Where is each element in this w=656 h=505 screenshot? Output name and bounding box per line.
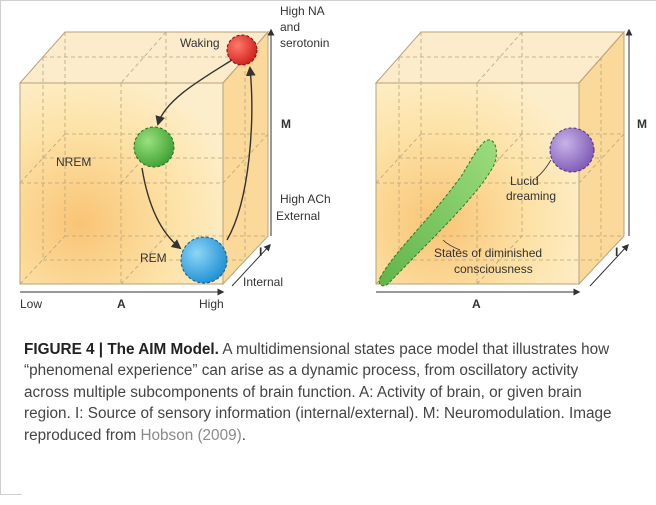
- a-axis-label-left: A: [117, 297, 126, 311]
- lucid-pointer: [535, 159, 552, 179]
- high-ach-label: High ACh: [280, 192, 331, 206]
- rem-label: REM: [140, 251, 167, 265]
- figure-label: FIGURE 4 | The AIM Model.: [24, 341, 219, 358]
- high-label: High: [199, 297, 224, 311]
- rem-state-marker: [180, 236, 228, 284]
- caption-text: A multidimensional states pace model tha…: [24, 341, 612, 444]
- m-axis-label-left: M: [281, 117, 291, 131]
- lucid-label: Lucid: [510, 174, 539, 188]
- left-border: [0, 0, 1, 495]
- top-border: [0, 0, 656, 1]
- nrem-to-rem-arrow: [141, 167, 182, 250]
- bottom-border: [0, 494, 22, 495]
- serotonin-label: serotonin: [280, 36, 329, 50]
- internal-label: Internal: [243, 275, 283, 289]
- aim-model-figure: Waking NREM REM High NA and serotonin M …: [18, 4, 647, 311]
- nrem-state-marker: [133, 126, 175, 168]
- a-axis-label-right: A: [472, 297, 481, 311]
- i-axis-label-right: I: [615, 245, 618, 259]
- waking-to-nrem-arrow: [155, 59, 233, 126]
- and-label: and: [280, 20, 300, 34]
- waking-state-marker: [226, 34, 258, 66]
- aim-model-svg: Waking NREM REM High NA and serotonin M …: [18, 4, 647, 311]
- diminished-pointer: [442, 239, 461, 251]
- rem-to-waking-arrow: [226, 66, 256, 241]
- m-axis-label-right: M: [637, 117, 647, 131]
- caption-end: .: [241, 426, 246, 444]
- figure-caption: FIGURE 4 | The AIM Model. A multidimensi…: [24, 339, 624, 446]
- dreaming-label: dreaming: [506, 189, 556, 203]
- states-diminished-label: States of diminished: [434, 246, 542, 260]
- high-na-label: High NA: [280, 4, 325, 18]
- reference-link[interactable]: Hobson (2009): [140, 426, 242, 444]
- low-label: Low: [20, 297, 42, 311]
- diminished-consciousness-shape: [378, 139, 497, 287]
- nrem-label: NREM: [56, 155, 91, 169]
- lucid-dreaming-marker: [549, 127, 595, 173]
- consciousness-label: consciousness: [454, 262, 533, 276]
- waking-label: Waking: [180, 36, 220, 50]
- i-axis-label-left: I: [259, 245, 262, 259]
- external-label: External: [276, 209, 320, 223]
